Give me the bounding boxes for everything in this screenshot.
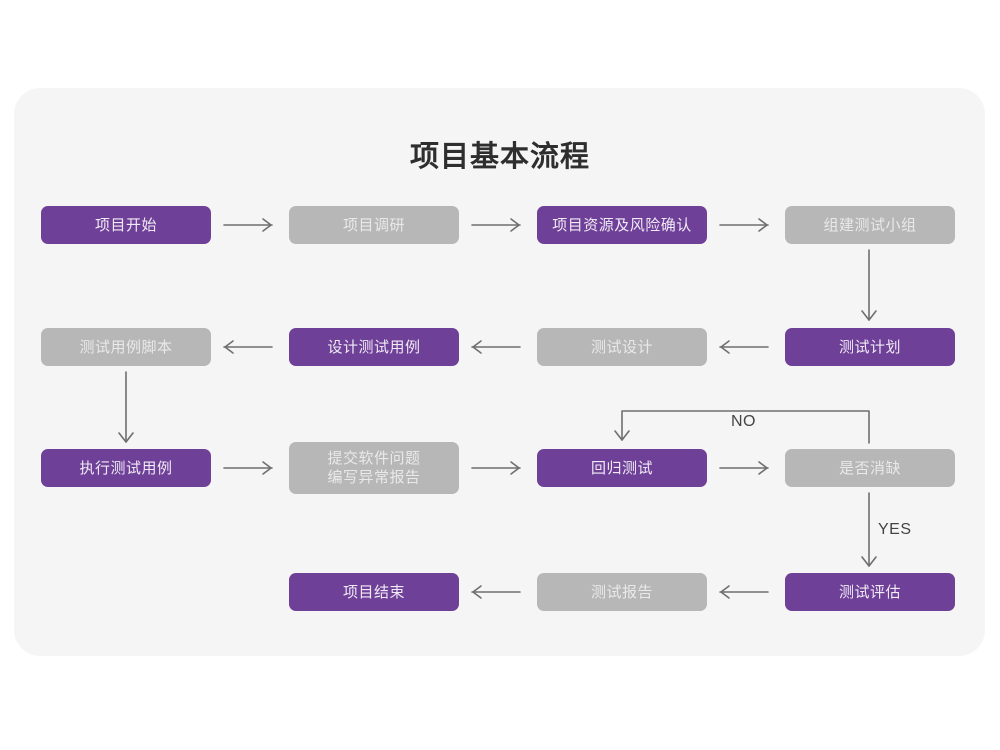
node-test-design[interactable]: 测试设计 (537, 328, 707, 366)
edge-n8-n7 (719, 340, 769, 354)
node-form-test-team[interactable]: 组建测试小组 (785, 206, 955, 244)
node-test-case-script[interactable]: 测试用例脚本 (41, 328, 211, 366)
node-defect-cleared[interactable]: 是否消缺 (785, 449, 955, 487)
node-test-report[interactable]: 测试报告 (537, 573, 707, 611)
node-submit-issue-write-report[interactable]: 提交软件问题 编写异常报告 (289, 442, 459, 494)
edge-n4-n8 (861, 249, 877, 321)
diagram-card (14, 88, 985, 656)
edge-n6-n5 (223, 340, 273, 354)
edge-label-yes: YES (878, 521, 912, 538)
edge-n2-n3 (471, 218, 521, 232)
node-test-evaluation[interactable]: 测试评估 (785, 573, 955, 611)
node-test-plan[interactable]: 测试计划 (785, 328, 955, 366)
edge-n5-n9 (118, 371, 134, 443)
node-project-start[interactable]: 项目开始 (41, 206, 211, 244)
node-resource-risk-confirm[interactable]: 项目资源及风险确认 (537, 206, 707, 244)
edge-n12-n15-yes (861, 492, 877, 567)
edge-n14-n13 (471, 585, 521, 599)
node-execute-test-cases[interactable]: 执行测试用例 (41, 449, 211, 487)
edge-n3-n4 (719, 218, 769, 232)
edge-n10-n11 (471, 461, 521, 475)
edge-n15-n14 (719, 585, 769, 599)
node-project-end[interactable]: 项目结束 (289, 573, 459, 611)
node-project-research[interactable]: 项目调研 (289, 206, 459, 244)
node-regression-test[interactable]: 回归测试 (537, 449, 707, 487)
node-design-test-cases[interactable]: 设计测试用例 (289, 328, 459, 366)
edge-n11-n12 (719, 461, 769, 475)
edge-n9-n10 (223, 461, 273, 475)
edge-n1-n2 (223, 218, 273, 232)
edge-label-no: NO (731, 413, 756, 430)
page-title: 项目基本流程 (409, 141, 590, 173)
edge-n7-n6 (471, 340, 521, 354)
